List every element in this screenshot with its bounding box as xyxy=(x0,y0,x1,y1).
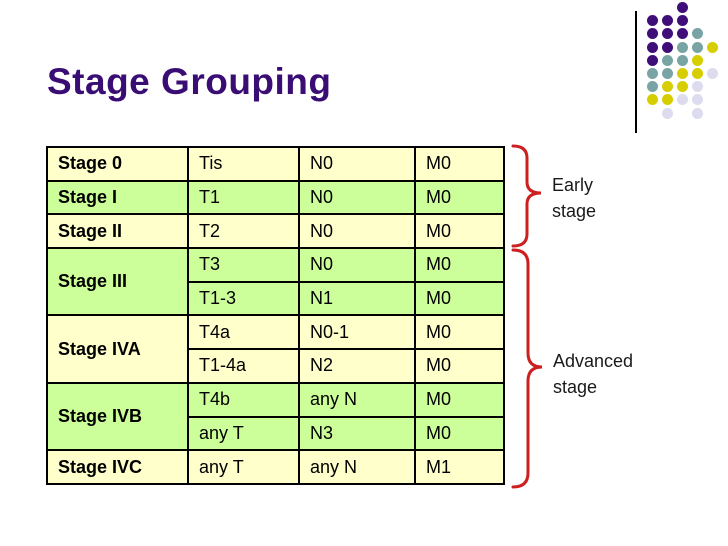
n-value-cell: N0 xyxy=(298,247,416,283)
t-value-cell: T2 xyxy=(187,213,300,250)
m-value-cell: M0 xyxy=(414,179,505,216)
teal-dot xyxy=(647,68,658,79)
stage-label-cell: Stage IVB xyxy=(46,381,189,452)
n-value-cell: N0-1 xyxy=(298,314,416,351)
teal-dot xyxy=(662,54,673,66)
yellow-dot xyxy=(692,68,703,79)
teal-dot xyxy=(677,54,688,66)
early-stage-brace xyxy=(511,144,542,248)
t-value-cell: T1-4a xyxy=(187,348,300,384)
purple-dot xyxy=(647,15,658,27)
stage-label-cell: Stage IVA xyxy=(46,314,189,384)
lavender-dot xyxy=(677,94,688,106)
table-row: Stage II T2 N0 M0 xyxy=(46,213,505,250)
m-value-cell: M0 xyxy=(414,247,505,283)
m-value-cell: M0 xyxy=(414,146,505,182)
t-value-cell: T1-3 xyxy=(187,280,300,317)
purple-dot xyxy=(647,54,658,66)
purple-dot xyxy=(662,28,673,40)
t-value-cell: T1 xyxy=(187,179,300,216)
stage-label-cell: Stage III xyxy=(46,247,189,317)
m-value-cell: M0 xyxy=(414,348,505,384)
stage-label-cell: Stage II xyxy=(46,213,189,250)
lavender-dot xyxy=(707,68,718,79)
yellow-dot xyxy=(662,94,673,106)
table-row: Stage 0 Tis N0 M0 xyxy=(46,146,505,182)
n-value-cell: N3 xyxy=(298,415,416,452)
n-value-cell: N1 xyxy=(298,280,416,317)
t-value-cell: Tis xyxy=(187,146,300,182)
yellow-dot xyxy=(662,81,673,93)
yellow-dot xyxy=(707,41,718,53)
dots-decoration xyxy=(647,2,725,124)
advanced-stage-brace xyxy=(511,248,543,489)
table-row: T1-4a N2 M0 xyxy=(47,348,505,384)
m-value-cell: M1 xyxy=(414,449,505,485)
lavender-dot xyxy=(662,107,673,119)
n-value-cell: N0 xyxy=(298,146,416,182)
early-stage-label-line2: stage xyxy=(552,201,597,221)
advanced-stage-label-line1: Advanced xyxy=(553,351,634,371)
yellow-dot xyxy=(677,81,688,93)
purple-dot xyxy=(662,15,673,27)
stage-label-cell: Stage 0 xyxy=(46,146,189,182)
purple-dot xyxy=(677,28,688,40)
table-row: Stage I T1 N0 M0 xyxy=(46,179,505,216)
stage-label-cell: Stage IVC xyxy=(46,449,189,485)
divider-line xyxy=(635,11,637,133)
t-value-cell: any T xyxy=(187,449,300,485)
braces xyxy=(511,144,543,489)
m-value-cell: M0 xyxy=(414,280,505,317)
teal-dot xyxy=(692,28,703,40)
purple-dot xyxy=(677,2,688,13)
yellow-dot xyxy=(647,94,658,106)
table-row: T1-3 N1 M0 xyxy=(47,280,505,317)
yellow-dot xyxy=(692,54,703,66)
advanced-stage-label: Advanced stage xyxy=(553,348,633,400)
purple-dot xyxy=(662,41,673,53)
table-row: Stage III T3 N0 M0 xyxy=(46,247,505,317)
table-row: Stage IVB T4b any N M0 xyxy=(46,381,505,452)
lavender-dot xyxy=(692,107,703,119)
m-value-cell: M0 xyxy=(414,314,505,351)
table-row: Stage IVA T4a N0-1 M0 xyxy=(46,314,505,384)
n-value-cell: N0 xyxy=(298,179,416,216)
m-value-cell: M0 xyxy=(414,213,505,250)
t-value-cell: T4b xyxy=(187,381,300,418)
stage-label-cell: Stage I xyxy=(46,179,189,216)
early-stage-label: Early stage xyxy=(552,172,596,224)
n-value-cell: N0 xyxy=(298,213,416,250)
purple-dot xyxy=(647,28,658,40)
yellow-dot xyxy=(677,68,688,79)
t-value-cell: T4a xyxy=(187,314,300,351)
m-value-cell: M0 xyxy=(414,381,505,418)
lavender-dot xyxy=(692,94,703,106)
table-row: any T N3 M0 xyxy=(47,415,505,452)
m-value-cell: M0 xyxy=(414,415,505,452)
teal-dot xyxy=(662,68,673,79)
n-value-cell: any N xyxy=(298,381,416,418)
n-value-cell: N2 xyxy=(298,348,416,384)
lavender-dot xyxy=(692,81,703,93)
t-value-cell: T3 xyxy=(187,247,300,283)
stage-grouping-table: Stage 0 Tis N0 M0 Stage I T1 N0 M0 Stage… xyxy=(46,146,505,485)
teal-dot xyxy=(692,41,703,53)
early-stage-label-line1: Early xyxy=(552,175,594,195)
table-row: Stage IVC any T any N M1 xyxy=(46,449,505,485)
teal-dot xyxy=(647,81,658,93)
t-value-cell: any T xyxy=(187,415,300,452)
teal-dot xyxy=(677,41,688,53)
purple-dot xyxy=(677,15,688,27)
purple-dot xyxy=(647,41,658,53)
page-title: Stage Grouping xyxy=(47,61,332,102)
n-value-cell: any N xyxy=(298,449,416,485)
advanced-stage-label-line2: stage xyxy=(553,377,598,397)
